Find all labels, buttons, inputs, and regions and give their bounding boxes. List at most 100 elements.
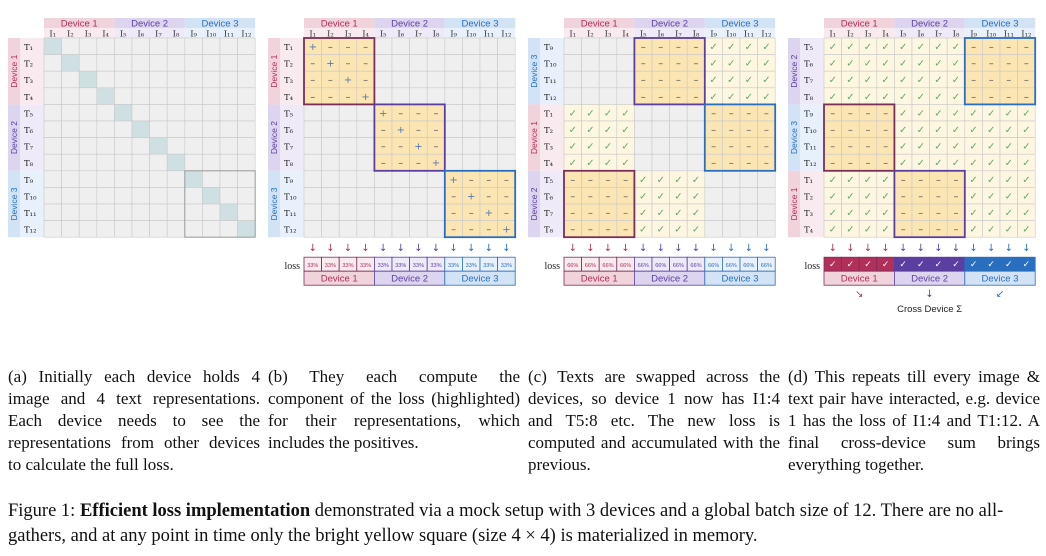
- matrix-cell: [704, 187, 723, 205]
- cell-mark: ✓: [1005, 108, 1013, 119]
- matrix-cell: [497, 153, 516, 172]
- matrix-cell: [61, 70, 80, 89]
- matrix-cell: [303, 120, 322, 138]
- cell-mark: ✓: [917, 158, 925, 169]
- row-device-label: Device 3: [269, 187, 279, 220]
- cell-mark: –: [641, 59, 646, 70]
- loss-device-bg: [704, 270, 776, 286]
- text-label: T₇: [804, 76, 814, 86]
- image-label: I₁₀: [726, 30, 737, 40]
- cell-mark: +: [414, 142, 422, 153]
- matrix-cell: [166, 87, 186, 105]
- matrix-cell: [237, 104, 256, 122]
- loss-value: ✓: [952, 259, 960, 269]
- matrix-cell: [497, 54, 516, 72]
- matrix-cell: [374, 70, 393, 89]
- matrix-cell: [563, 70, 582, 89]
- cell-mark: ✓: [829, 191, 837, 202]
- cell-mark: –: [486, 225, 491, 236]
- device-header-bg: [964, 18, 1036, 28]
- matrix-cell: [202, 54, 221, 72]
- cell-mark: –: [971, 42, 976, 53]
- matrix-cell: [114, 70, 133, 89]
- caption-b: (b) They each compute the component of t…: [268, 367, 520, 452]
- text-label-bg: [540, 38, 564, 105]
- sum-arrow: ↘: [855, 289, 863, 300]
- row-device-bg: [528, 170, 540, 238]
- cell-mark: ✓: [745, 75, 753, 86]
- cell-mark: –: [504, 208, 509, 219]
- matrix-cell: [78, 120, 98, 138]
- row-device-bg: [788, 104, 800, 171]
- matrix-cell: [184, 187, 203, 205]
- matrix-cell: [722, 187, 741, 205]
- down-arrow: ↓: [621, 243, 629, 254]
- highlight-box: [963, 37, 1037, 106]
- text-label: T₁₀: [544, 60, 557, 70]
- matrix-cell: [686, 120, 706, 138]
- loss-value: 33%: [501, 263, 512, 269]
- cell-mark: –: [848, 158, 853, 169]
- matrix-cell: [374, 170, 393, 188]
- cell-mark: –: [381, 125, 386, 136]
- matrix-cell: [391, 70, 410, 89]
- cell-mark: ✓: [952, 75, 960, 86]
- image-label: I₂: [587, 30, 594, 40]
- loss-value: 33%: [413, 263, 424, 269]
- down-arrow: ↓: [674, 243, 682, 254]
- matrix-cell: [409, 54, 428, 72]
- matrix-cell: [356, 104, 375, 122]
- text-label: T₄: [24, 93, 34, 103]
- matrix-cell: [61, 87, 80, 105]
- matrix-cell: [131, 120, 150, 138]
- cell-mark: –: [416, 158, 421, 169]
- cell-mark: –: [486, 175, 491, 186]
- text-label: T₁: [544, 109, 553, 119]
- matrix-cell: [166, 153, 186, 172]
- loss-value: ✓: [1005, 259, 1013, 269]
- cell-mark: ✓: [604, 158, 612, 169]
- down-arrow: ↓: [692, 243, 700, 254]
- matrix-cell: [43, 120, 62, 138]
- matrix-cell: [497, 137, 516, 155]
- loss-value: 66%: [673, 263, 684, 269]
- cell-mark: ✓: [604, 125, 612, 136]
- matrix-cell: [757, 203, 776, 221]
- image-label: I₄: [102, 30, 109, 40]
- loss-value: ✓: [1023, 259, 1031, 269]
- matrix-cell: [479, 37, 498, 55]
- text-label: T₃: [544, 143, 553, 153]
- matrix-cell: [409, 187, 428, 205]
- cell-mark: ✓: [987, 158, 995, 169]
- matrix-cell: [303, 203, 322, 221]
- cell-mark: –: [989, 59, 994, 70]
- matrix-cell: [462, 37, 481, 55]
- matrix-cell: [219, 87, 238, 105]
- matrix-cell: [391, 87, 410, 105]
- cell-mark: –: [971, 92, 976, 103]
- down-arrow: ↓: [709, 243, 717, 254]
- matrix-cell: [237, 153, 256, 172]
- cell-mark: –: [469, 208, 474, 219]
- cell-mark: ✓: [864, 208, 872, 219]
- matrix-cell: [166, 104, 186, 122]
- cell-mark: –: [866, 158, 871, 169]
- matrix-cell: [114, 54, 133, 72]
- highlight-box: [373, 103, 446, 172]
- matrix-cell: [634, 153, 653, 172]
- cell-mark: –: [398, 142, 403, 153]
- image-header-bg: [304, 28, 375, 38]
- cell-mark: ✓: [969, 191, 977, 202]
- cell-mark: –: [830, 125, 835, 136]
- cell-mark: –: [606, 175, 611, 186]
- cell-mark: ✓: [864, 225, 872, 236]
- loss-device-label: Device 2: [391, 274, 428, 285]
- cell-mark: ✓: [899, 108, 907, 119]
- cell-mark: –: [901, 208, 906, 219]
- matrix-cell: [338, 203, 358, 221]
- matrix-cell: [219, 170, 238, 188]
- text-label: T₁₂: [24, 226, 36, 236]
- cell-mark: ✓: [1005, 225, 1013, 236]
- matrix-cell: [426, 37, 446, 55]
